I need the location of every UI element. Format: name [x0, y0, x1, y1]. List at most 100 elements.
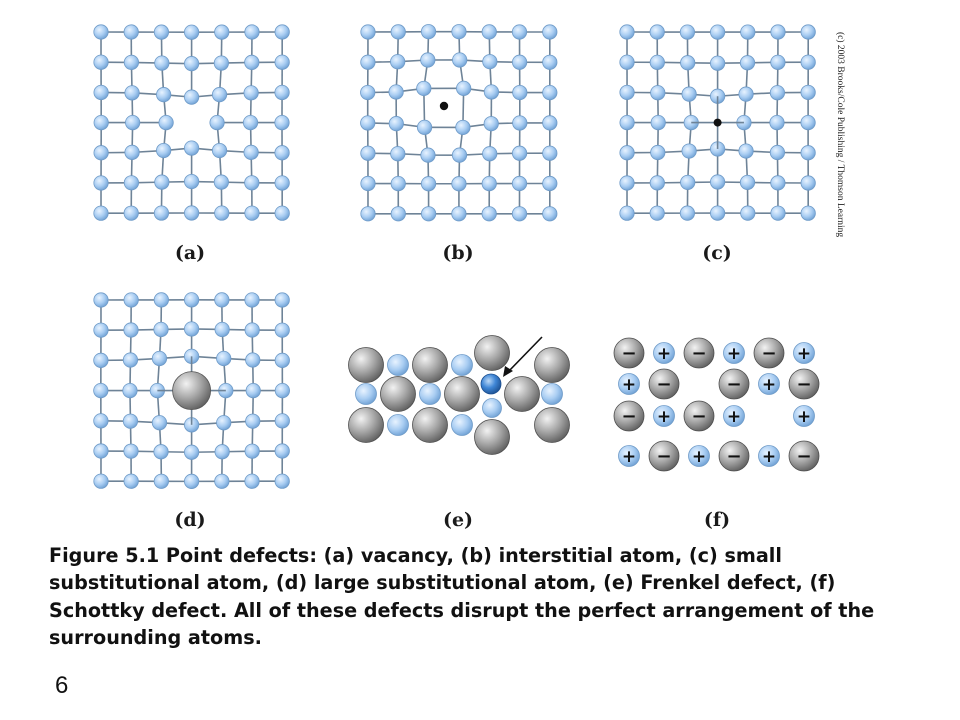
- lattice-atom: [360, 206, 376, 222]
- large-ion: [534, 347, 570, 383]
- lattice-atom: [739, 55, 756, 71]
- lattice-atom: [93, 115, 109, 131]
- small-ion: [451, 414, 473, 436]
- panel-c-small-substitutional-lattice: [619, 24, 816, 221]
- lattice-atom: [511, 24, 528, 40]
- lattice-atom: [245, 352, 261, 368]
- lattice-atom: [451, 24, 467, 40]
- lattice-atom: [680, 174, 696, 191]
- large-ion: [474, 335, 510, 371]
- lattice-atom: [769, 115, 785, 131]
- lattice-atom: [482, 146, 498, 162]
- large-ion: [380, 376, 416, 412]
- lattice-atom: [452, 52, 468, 68]
- lattice-atom: [242, 115, 259, 131]
- lattice-atom: [512, 84, 528, 101]
- cation: [618, 445, 640, 467]
- lattice-atom: [483, 84, 500, 100]
- lattice-atom: [739, 174, 756, 191]
- lattice-atom: [274, 115, 290, 131]
- lattice-atom: [770, 175, 786, 191]
- cation-sign: +: [762, 447, 776, 467]
- lattice-atom: [214, 473, 230, 489]
- lattice-atom: [770, 24, 786, 40]
- lattice-atom: [123, 473, 139, 489]
- lattice-atom: [451, 206, 467, 222]
- lattice-atom: [619, 175, 635, 191]
- lattice-atom: [482, 54, 498, 70]
- cation: [793, 342, 815, 364]
- lattice-atom: [244, 443, 260, 459]
- label-c: (c): [702, 242, 732, 264]
- lattice-atom: [274, 54, 290, 70]
- cation: [618, 373, 640, 395]
- arrow-head: [503, 366, 513, 377]
- lattice-atom: [416, 80, 432, 97]
- lattice-atom: [390, 24, 406, 40]
- lattice-atom: [619, 205, 635, 221]
- lattice-atom: [184, 24, 200, 40]
- anion-sign: −: [656, 374, 671, 395]
- lattice-atom: [184, 444, 200, 460]
- cation-sign: +: [797, 407, 811, 427]
- anion-sign: −: [691, 343, 706, 364]
- lattice-atom: [770, 54, 786, 70]
- lattice-atom: [214, 321, 230, 338]
- large-ion: [348, 407, 384, 443]
- lattice-atom: [274, 382, 290, 399]
- lattice-atom: [214, 444, 230, 460]
- lattice-atom: [214, 292, 230, 308]
- lattice-atom: [184, 321, 200, 337]
- lattice-atom: [769, 144, 786, 161]
- lattice-atom: [800, 205, 816, 221]
- lattice-atom: [274, 205, 290, 221]
- cation-sign: +: [692, 447, 706, 467]
- lattice-atom: [481, 175, 497, 192]
- lattice-atom: [649, 24, 665, 40]
- anion-sign: −: [796, 374, 811, 395]
- lattice-atom: [360, 115, 376, 131]
- lattice-atom: [456, 80, 472, 96]
- panel-a-vacancy-lattice: [93, 24, 290, 221]
- lattice-atom: [681, 86, 697, 102]
- lattice-atom: [184, 140, 200, 156]
- lattice-atom: [512, 115, 528, 131]
- lattice-atom: [244, 205, 260, 221]
- lattice-atom: [274, 322, 290, 338]
- lattice-atom: [156, 142, 172, 159]
- lattice-atom: [151, 350, 168, 367]
- lattice-atom: [274, 84, 290, 101]
- anion-sign: −: [656, 446, 671, 467]
- lattice-atom: [388, 116, 404, 132]
- lattice-atom: [245, 382, 261, 399]
- lattice-atom: [619, 24, 635, 40]
- lattice-atom: [93, 84, 109, 101]
- cation: [688, 445, 710, 467]
- lattice-atom: [511, 175, 528, 192]
- lattice-atom: [800, 115, 816, 131]
- lattice-atom: [740, 24, 756, 40]
- lattice-atom: [93, 473, 109, 489]
- lattice-atom: [542, 175, 558, 192]
- lattice-atom: [542, 206, 558, 222]
- lattice-atom: [390, 206, 406, 222]
- small-ion: [355, 383, 377, 405]
- lattice-atom: [709, 205, 726, 221]
- large-ion: [444, 376, 480, 412]
- lattice-atom: [481, 24, 497, 40]
- lattice-atom: [709, 24, 726, 40]
- lattice-atom: [123, 322, 139, 338]
- lattice-atom: [649, 54, 665, 70]
- large-ion: [412, 347, 448, 383]
- lattice-atom: [93, 292, 109, 308]
- lattice-atom: [244, 473, 260, 489]
- lattice-atom: [211, 87, 228, 103]
- lattice-atom: [93, 382, 109, 399]
- lattice-atom: [650, 115, 666, 131]
- lattice-atom: [158, 115, 174, 131]
- anion-sign: −: [761, 343, 776, 364]
- panel-d-large-substitutional-lattice: [93, 292, 290, 489]
- lattice-atom: [390, 175, 406, 192]
- copyright-notice: (c) 2003 Brooks/Cole Publishing / Thomso…: [835, 32, 846, 237]
